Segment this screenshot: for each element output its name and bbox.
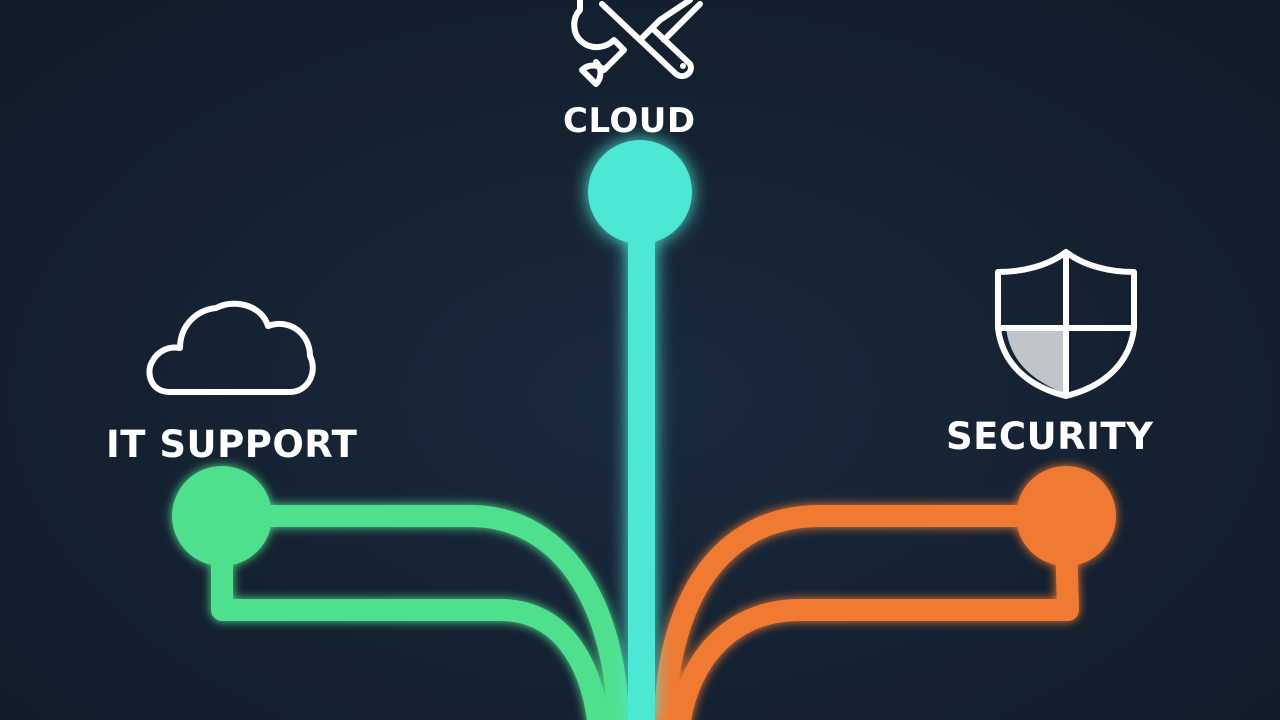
security-node: [1016, 466, 1116, 566]
cloud-node: [588, 140, 692, 244]
it-support-branch-line: [211, 505, 629, 720]
it-support-branch-loop: [211, 529, 609, 720]
security-branch: [654, 466, 1116, 720]
security-branch-loop: [669, 529, 1079, 720]
cloud-trunk: [628, 215, 655, 720]
cloud-label: CLOUD: [563, 101, 696, 141]
cloud-icon: [146, 300, 316, 395]
security-branch-line: [654, 505, 1077, 720]
it-support-node: [172, 466, 272, 566]
cloud-branch: [588, 140, 692, 720]
it-support-label: IT SUPPORT: [106, 423, 358, 466]
security-label: SECURITY: [946, 415, 1154, 458]
shield-icon: [995, 249, 1137, 399]
it-support-branch: [172, 466, 629, 720]
wrench-screwdriver-icon: [571, 0, 703, 87]
